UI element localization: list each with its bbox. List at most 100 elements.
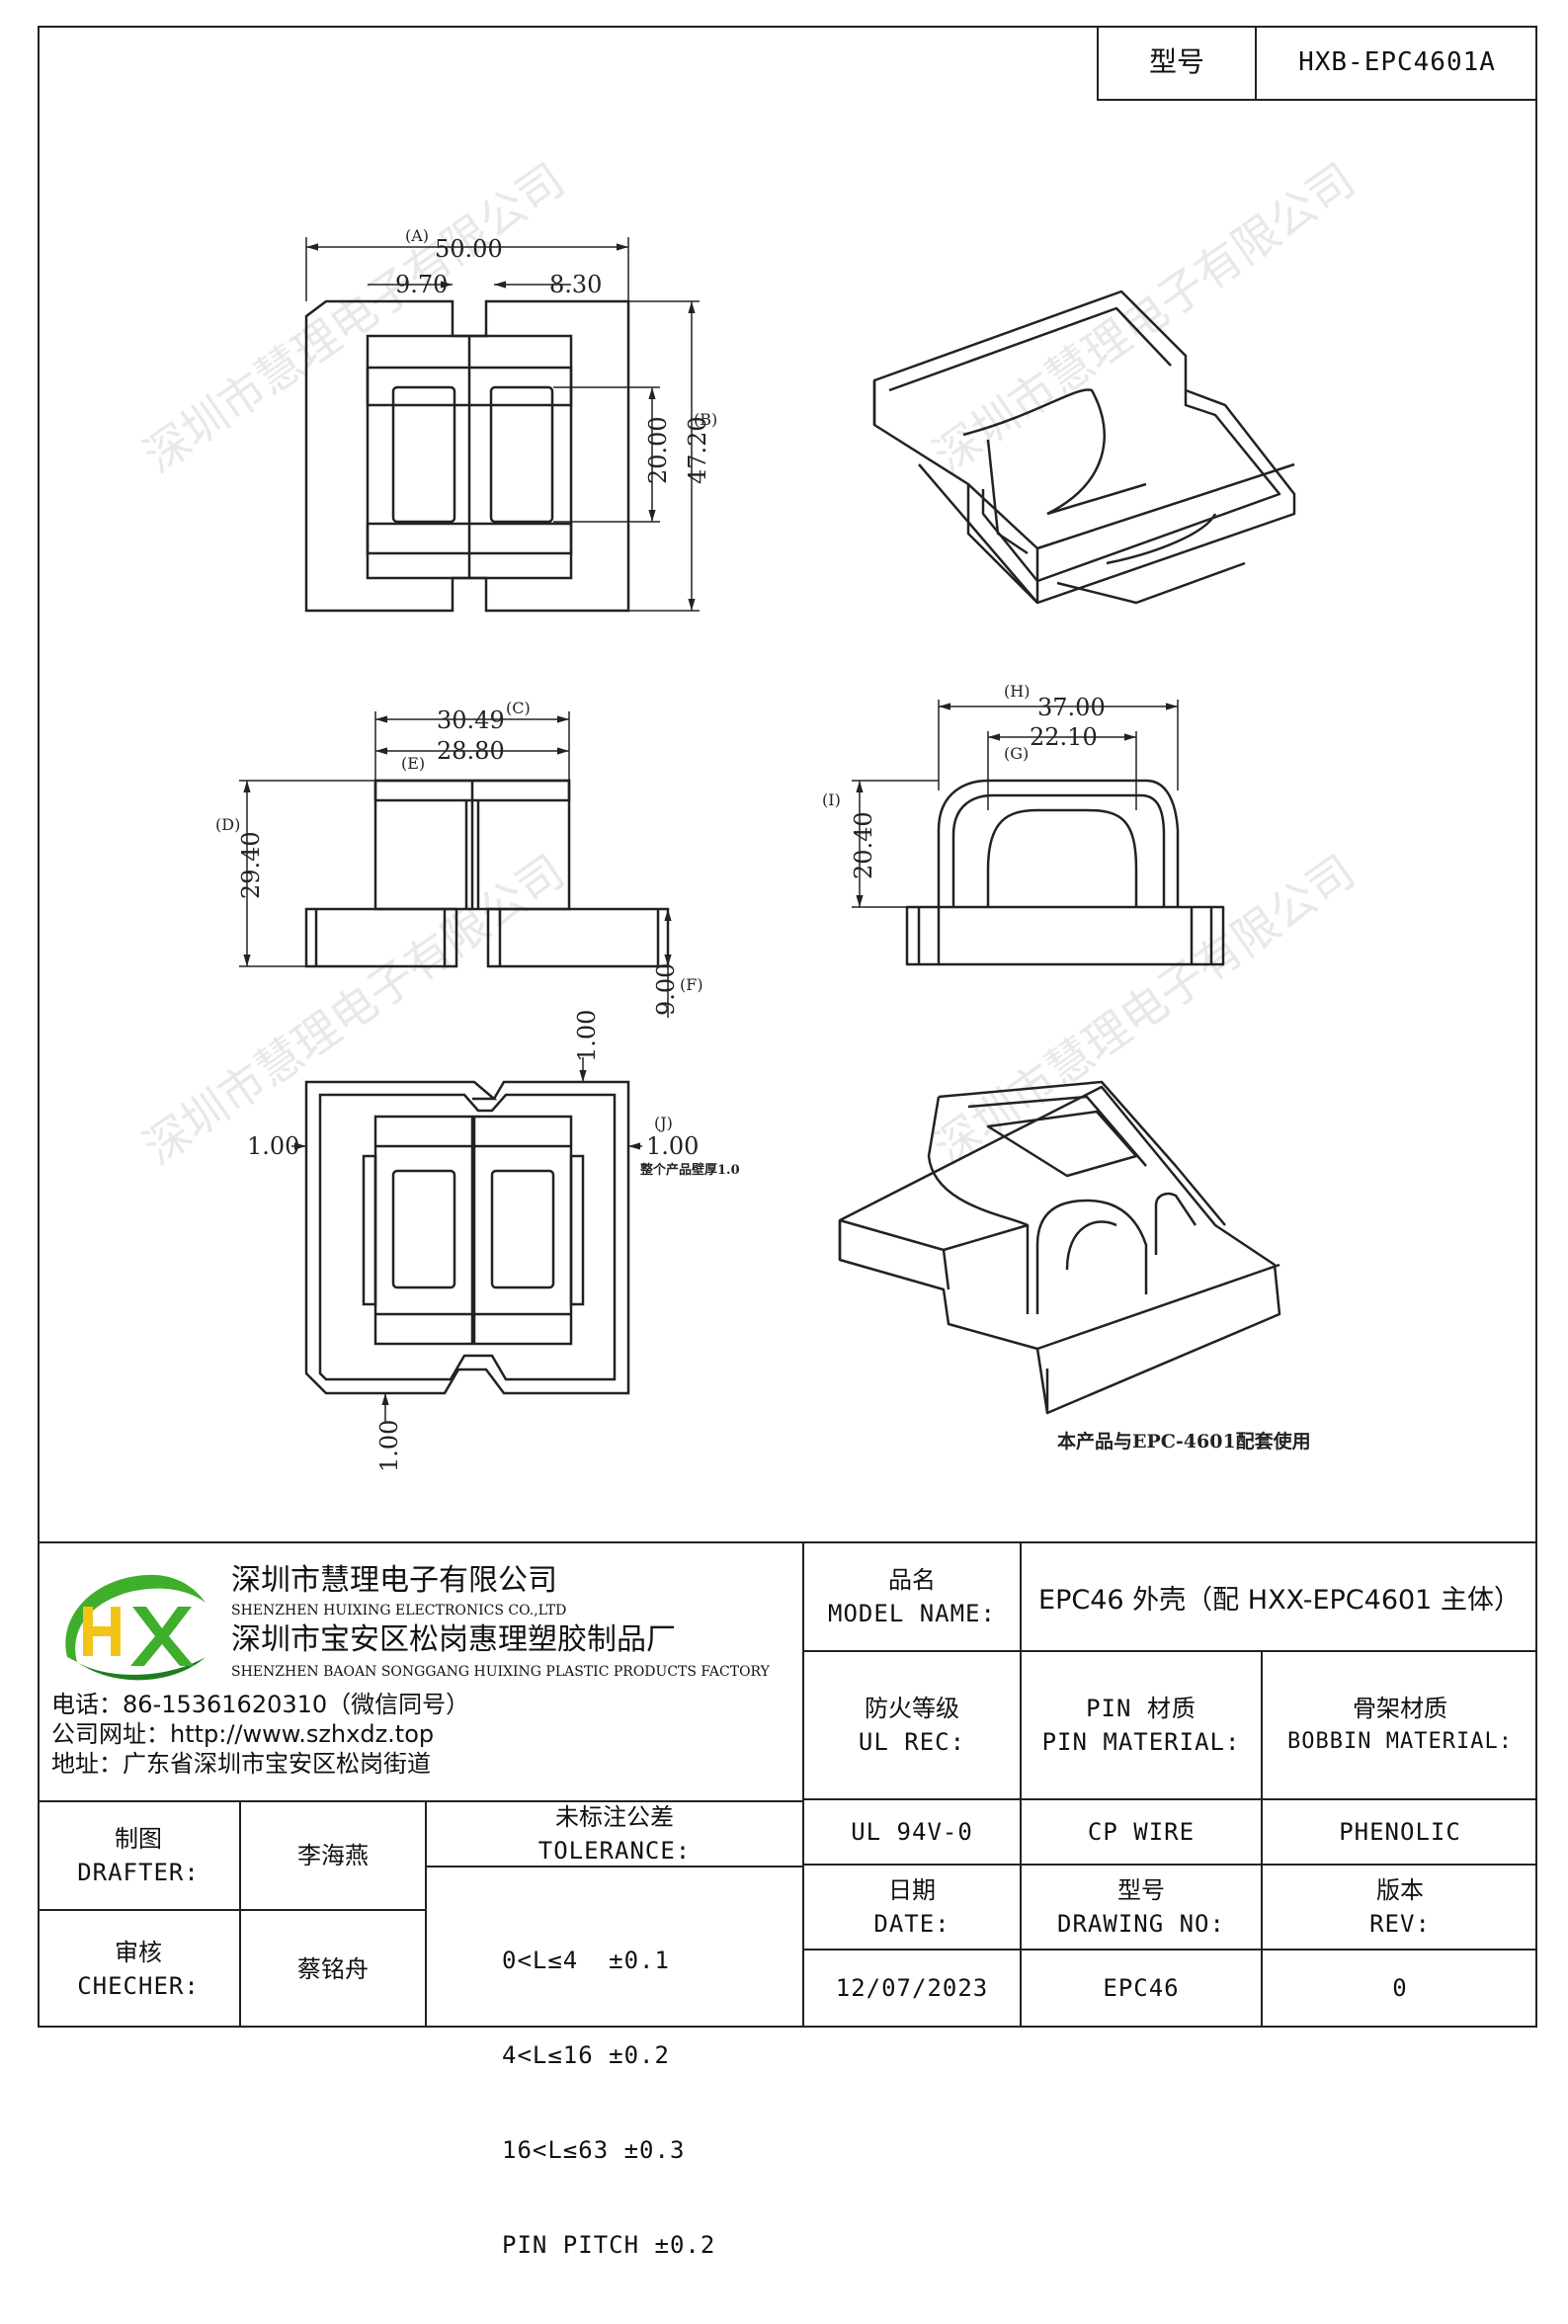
dim-f: 9.00 [652,963,680,1016]
dim-b: 47.20 [684,416,711,484]
side-view [905,779,1225,966]
bottom-view-dims [291,1057,642,1423]
model-name-label: 品名 MODEL NAME: [804,1543,1022,1652]
company-name-en: SHENZHEN HUIXING ELECTRONICS CO.,LTD [231,1603,567,1618]
drafter-label-en: DRAFTER: [77,1859,200,1886]
drawing-frame [38,26,1537,2028]
front-view [304,779,670,968]
fire-label-cn: 防火等级 [865,1695,959,1722]
tolerance-label: 未标注公差 TOLERANCE: [427,1802,802,1868]
tolerance-label-en: TOLERANCE: [537,1837,692,1865]
dim-a: 50.00 [435,235,503,263]
drafter-label: 制图 DRAFTER: [38,1802,241,1911]
dim-j: 1.00 [646,1132,699,1160]
checker-label-en: CHECHER: [77,1972,200,2000]
drawing-label-cn: 型号 [1117,1876,1165,1904]
dim-g: 22.10 [1030,723,1098,751]
company-block: 深圳市慧理电子有限公司 SHENZHEN HUIXING ELECTRONICS… [38,1543,802,1800]
model-name-label-en: MODEL NAME: [828,1600,996,1627]
fire-label-en: UL REC: [858,1728,966,1756]
fire-label: 防火等级 UL REC: [804,1652,1022,1800]
drafter-label-cn: 制图 [115,1825,162,1853]
watermark-3: 深圳市慧理电子有限公司 [133,845,573,1175]
pin-label: PIN 材质 PIN MATERIAL: [1022,1652,1263,1800]
signoff-block: 制图 DRAFTER: 李海燕 审核 CHECHER: 蔡铭舟 未标注公差 TO… [38,1800,802,2259]
company-address: 地址：广东省深圳市宝安区松岗街道 [51,1750,431,1778]
company-website: 公司网址：http://www.szhxdz.top [51,1720,435,1748]
dim-bottom-bottom: 1.00 [375,1420,403,1472]
drafter-value: 李海燕 [241,1802,427,1911]
model-box-label: 型号 [1099,26,1257,99]
checker-label-cn: 审核 [115,1939,162,1966]
bottom-view [304,1080,630,1395]
bobbin-label-cn: 骨架材质 [1353,1695,1447,1722]
dim-e: 28.80 [437,737,505,765]
rev-label-cn: 版本 [1376,1876,1424,1904]
rev-label-en: REV: [1369,1910,1431,1938]
dim-i-tag: (I) [822,790,841,809]
date-label-cn: 日期 [888,1876,936,1904]
dim-c: 30.49 [437,706,505,734]
date-value: 12/07/2023 [804,1950,1022,2026]
dim-top-left: 9.70 [395,271,448,298]
tolerance-line: 0<L≤4 ±0.1 [502,1947,670,1974]
checker-value: 蔡铭舟 [241,1911,427,2028]
top-view-dims [305,237,700,612]
dim-b-tag: (B) [694,410,717,429]
dim-d: 29.40 [237,831,265,899]
pin-value: CP WIRE [1022,1800,1263,1866]
company-phone: 电话：86-15361620310（微信同号） [51,1691,470,1718]
dim-e-tag: (E) [401,754,425,773]
dim-d-tag: (D) [215,815,240,834]
iso-view-top [872,290,1296,605]
tolerance-label-cn: 未标注公差 [555,1803,674,1831]
dim-bottom-top: 1.00 [573,1010,601,1062]
watermark-2: 深圳市慧理电子有限公司 [924,153,1363,483]
iso-view-bottom [838,1080,1281,1415]
tolerance-line: 16<L≤63 ±0.3 [502,2136,686,2164]
drawing-value: EPC46 [1022,1950,1263,2026]
dim-f-tag: (F) [680,975,703,994]
bobbin-label: 骨架材质 BOBBIN MATERIAL: [1263,1652,1537,1800]
date-label: 日期 DATE: [804,1866,1022,1950]
pin-label-cn: PIN 材质 [1086,1695,1197,1722]
dim-i: 20.40 [850,811,877,879]
tolerance-line: 4<L≤16 ±0.2 [502,2041,670,2069]
side-view-dims [852,700,1179,908]
dim-a-tag: (A) [405,226,429,245]
drawing-label-en: DRAWING NO: [1057,1910,1225,1938]
title-block: 深圳市慧理电子有限公司 SHENZHEN HUIXING ELECTRONICS… [38,1541,1537,2259]
front-view-dims [239,711,672,1018]
dim-bottom-left: 1.00 [247,1132,299,1160]
dim-h-tag: (H) [1004,682,1030,701]
tolerance-table: 0<L≤4 ±0.1 4<L≤16 ±0.2 16<L≤63 ±0.3 PIN … [502,1881,715,2324]
drawing-label: 型号 DRAWING NO: [1022,1866,1263,1950]
model-name-label-cn: 品名 [888,1566,936,1594]
model-name-value: EPC46 外壳（配 HXX-EPC4601 主体） [1022,1543,1537,1652]
watermark-1: 深圳市慧理电子有限公司 [133,153,573,483]
fire-value: UL 94V-0 [804,1800,1022,1866]
dim-h: 37.00 [1037,694,1106,721]
pin-label-en: PIN MATERIAL: [1041,1728,1241,1756]
top-view [304,299,630,613]
company-name-cn: 深圳市慧理电子有限公司 [231,1563,557,1598]
dim-inner-height: 20.00 [644,416,672,484]
date-label-en: DATE: [873,1910,950,1938]
model-box: 型号 HXB-EPC4601A [1097,26,1537,101]
wall-note: 整个产品壁厚1.0 [639,1162,740,1178]
rev-value: 0 [1392,1974,1408,2002]
bobbin-value: PHENOLIC [1263,1800,1537,1866]
dim-j-tag: (J) [654,1114,673,1132]
spec-grid: 品名 MODEL NAME: EPC46 外壳（配 HXX-EPC4601 主体… [802,1543,1537,2028]
company-logo [65,1574,206,1681]
rev-label: 版本 REV: [1263,1866,1537,1950]
model-box-value: HXB-EPC4601A [1298,47,1496,77]
factory-name-en: SHENZHEN BAOAN SONGGANG HUIXING PLASTIC … [231,1664,770,1680]
technical-drawing: 深圳市慧理电子有限公司 深圳市慧理电子有限公司 深圳市慧理电子有限公司 深圳市慧… [133,153,1363,1472]
dim-top-right: 8.30 [549,271,602,298]
dim-c-tag: (C) [506,699,531,717]
factory-name-cn: 深圳市宝安区松岗惠理塑胶制品厂 [231,1622,676,1657]
bobbin-label-en: BOBBIN MATERIAL: [1287,1729,1513,1754]
checker-label: 审核 CHECHER: [38,1911,241,2028]
tolerance-line: PIN PITCH ±0.2 [502,2231,716,2259]
